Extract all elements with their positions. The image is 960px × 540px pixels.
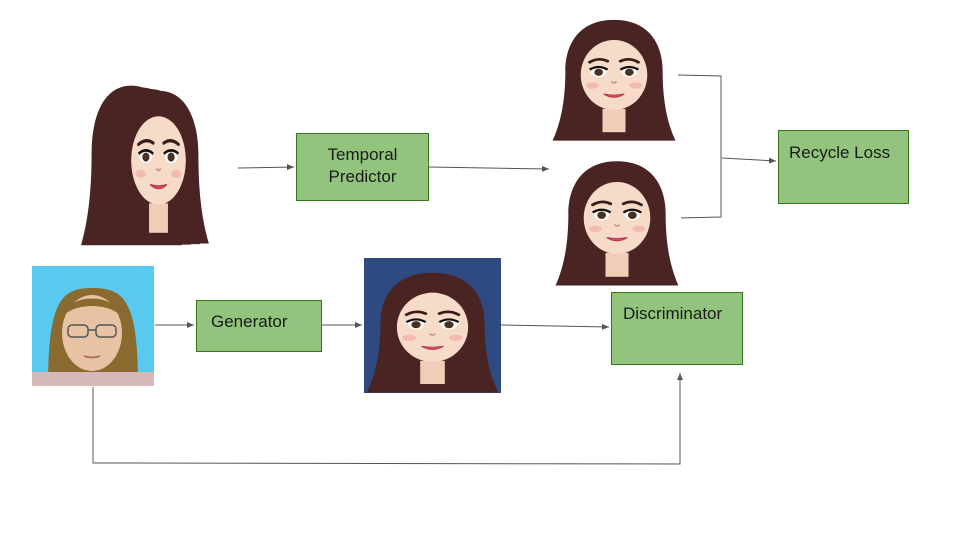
generated-cartoon-image [364, 258, 501, 395]
arrow-frames-to-temporal [237, 164, 295, 171]
arrow-output-to-discriminator [500, 323, 610, 330]
discriminator-box: Discriminator [611, 292, 743, 365]
arrow-to-recycle-loss [721, 157, 777, 164]
temporal-predictor-box: Temporal Predictor [296, 133, 429, 201]
recycle-loss-box: Recycle Loss [778, 130, 909, 204]
predicted-frame-top-image [550, 5, 678, 143]
generator-box: Generator [196, 300, 322, 352]
predicted-frame-bottom-image [553, 146, 681, 288]
real-photo-image [32, 266, 154, 386]
recycle-loss-label: Recycle Loss [789, 143, 891, 162]
discriminator-label: Discriminator [623, 304, 723, 323]
connector-frames-to-recycle [677, 74, 722, 219]
generator-label: Generator [211, 312, 288, 331]
input-frames-image [79, 83, 211, 247]
arrow-photo-to-discriminator [92, 373, 683, 465]
arrow-temporal-to-frames [428, 165, 550, 172]
temporal-predictor-label-line1: Temporal [327, 145, 398, 164]
temporal-predictor-label-line2: Predictor [328, 167, 397, 186]
temporal-predictor-label: Temporal Predictor [297, 144, 428, 188]
